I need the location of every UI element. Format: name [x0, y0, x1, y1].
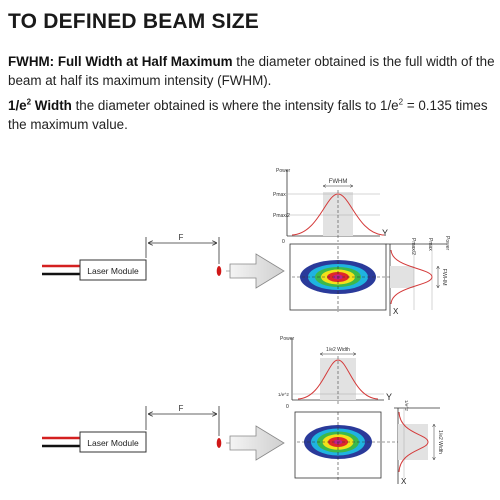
- fwhm-label: FWHM: [329, 179, 348, 185]
- y-axis-label: Y: [386, 392, 392, 402]
- e2-diagram: Laser Module F Power 1/e^2 1/e2 Width Y …: [42, 336, 443, 486]
- side-e2-band: [398, 424, 428, 460]
- side-gaussian-curve: [390, 249, 433, 305]
- side-pmax-label: Pmax: [427, 238, 433, 251]
- laser-module-label: Laser Module: [87, 266, 139, 276]
- laser-spot: [216, 266, 222, 276]
- origin-label: 0: [282, 239, 285, 245]
- e2-width-label: 1/e2 Width: [326, 347, 350, 353]
- half-max-label: Pmax/2: [273, 213, 290, 219]
- fwhm-diagram: Laser Module F Power Pmax Pmax/2 FWHM Y …: [42, 168, 450, 316]
- laser-spot: [216, 438, 222, 448]
- side-fwhm-band: [390, 266, 414, 288]
- e2-level-label: 1/e^2: [278, 392, 289, 397]
- side-e2-width-label: 1/e2 Width: [437, 430, 443, 454]
- direction-arrow: [229, 253, 285, 289]
- e2-term-base: 1/e: [8, 98, 27, 113]
- e2-term: 1/e2 Width: [8, 98, 72, 113]
- x-axis-label: X: [401, 477, 407, 486]
- power-label: Power: [276, 168, 291, 174]
- pmax-label: Pmax: [273, 192, 286, 198]
- distance-label: F: [179, 404, 184, 413]
- fwhm-term: FWHM: Full Width at Half Maximum: [8, 54, 233, 69]
- y-axis-label: Y: [382, 228, 388, 238]
- direction-arrow: [229, 425, 285, 461]
- gaussian-curve: [297, 359, 379, 400]
- side-fwhm-label: FWHM: [441, 268, 447, 286]
- e2-term-rest: Width: [31, 98, 72, 113]
- x-axis-label: X: [393, 307, 399, 316]
- beam-size-diagram: Laser Module F Power Pmax Pmax/2 FWHM Y …: [42, 168, 450, 486]
- side-power-label: Power: [444, 236, 450, 251]
- side-e2-level-label: 1/e^2: [404, 400, 409, 411]
- fwhm-band: [323, 192, 353, 236]
- side-gaussian-curve: [398, 411, 429, 473]
- e2-text-1: the diameter obtained is where the inten…: [71, 98, 399, 113]
- laser-module-box: [79, 431, 147, 453]
- power-label: Power: [280, 336, 295, 342]
- e2-term-sup: 2: [26, 97, 32, 107]
- e2-text-sup: 2: [398, 97, 404, 107]
- page-title: TO DEFINED BEAM SIZE: [8, 10, 259, 33]
- distance-label: F: [179, 233, 184, 242]
- fwhm-definition: FWHM: Full Width at Half Maximum the dia…: [8, 52, 496, 90]
- fwhm-text: the diameter obtained is the full width …: [8, 54, 495, 88]
- side-half-label: Pmax/2: [410, 238, 416, 255]
- e2-definition: 1/e2 Width the diameter obtained is wher…: [8, 96, 496, 134]
- gaussian-curve: [291, 193, 385, 236]
- laser-module-label: Laser Module: [87, 438, 139, 448]
- origin-label: 0: [286, 404, 289, 410]
- e2-text-2: = 0.135 times the maximum value.: [8, 98, 488, 132]
- laser-module-box: [79, 259, 147, 281]
